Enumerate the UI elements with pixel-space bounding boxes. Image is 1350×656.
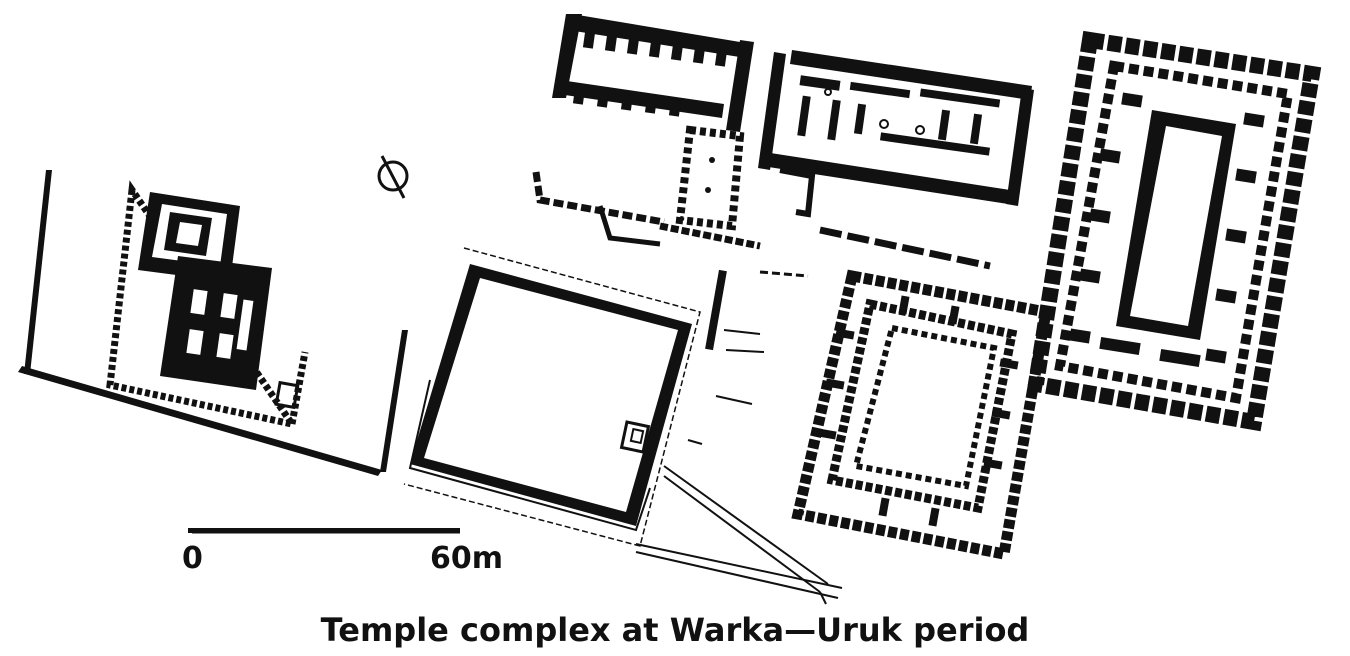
north-complex-cells-2 [572, 87, 682, 117]
north-arrow-icon [377, 155, 409, 199]
northeast-interior [797, 75, 1001, 156]
limestone-building [160, 256, 272, 390]
north-complex [532, 14, 761, 250]
scale-bar [188, 528, 460, 534]
north-complex-cells [582, 31, 728, 67]
pillared-hall [675, 125, 745, 231]
central-platform [403, 247, 701, 547]
processional-way [635, 465, 843, 605]
court-buttresses [817, 295, 1019, 527]
eastern-temple [1026, 30, 1322, 432]
small-shrine [274, 380, 300, 410]
platform-temple [619, 420, 651, 454]
west-enclosure [18, 170, 408, 476]
figure-caption: Temple complex at Warka—Uruk period [320, 611, 1030, 649]
scale-bar-end-label: 60m [430, 541, 504, 576]
wall-fragments [687, 269, 809, 445]
eastern-temple-rooms [1069, 92, 1265, 368]
scale-bar-start-label: 0 [182, 541, 203, 576]
eastern-temple-cella [1116, 110, 1236, 340]
hollow-square-building [138, 192, 240, 282]
northeast-building [758, 50, 1034, 270]
square-court-building [791, 269, 1053, 561]
